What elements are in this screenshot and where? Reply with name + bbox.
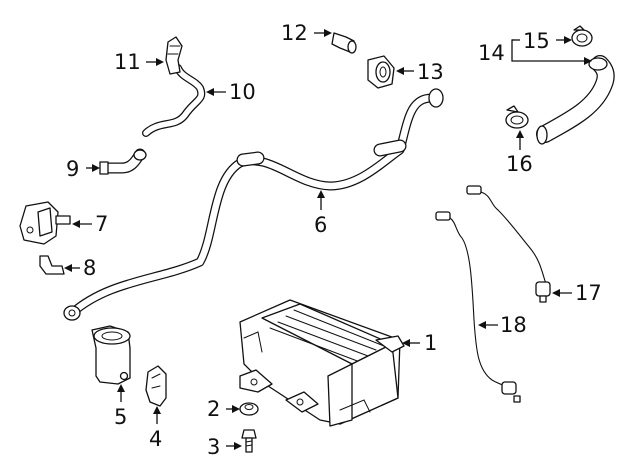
callout-2: 2 xyxy=(207,397,220,421)
callout-11: 11 xyxy=(114,50,141,74)
callout-12: 12 xyxy=(281,21,308,45)
callout-5: 5 xyxy=(114,405,127,429)
callout-3: 3 xyxy=(207,435,220,459)
callout-15: 15 xyxy=(523,29,550,53)
oxygen-sensor-part-17 xyxy=(466,185,551,303)
callout-16: 16 xyxy=(506,152,533,176)
oxygen-sensor-part-18 xyxy=(435,211,521,403)
filter-cap-part-13 xyxy=(367,55,395,89)
small-hose-part-10 xyxy=(142,64,206,137)
hose-end-part-9 xyxy=(99,148,147,175)
canister-filter-part-5 xyxy=(91,325,131,385)
callout-14: 14 xyxy=(478,41,505,65)
callout-10: 10 xyxy=(229,80,256,104)
callout-18: 18 xyxy=(500,313,527,337)
callout-6: 6 xyxy=(314,213,327,237)
callout-1: 1 xyxy=(424,331,437,355)
vapor-hose-part-6 xyxy=(63,88,444,321)
purge-valve-part-7 xyxy=(19,201,71,245)
hose-fitting-part-11 xyxy=(165,36,183,75)
charcoal-canister-part-1 xyxy=(239,299,405,427)
callout-9: 9 xyxy=(66,157,79,181)
callout-8: 8 xyxy=(83,256,96,280)
leader-lines xyxy=(64,29,592,450)
mount-bracket-part-4 xyxy=(145,365,167,407)
callout-7: 7 xyxy=(95,212,108,236)
callout-13: 13 xyxy=(417,60,444,84)
callout-17: 17 xyxy=(575,281,602,305)
callout-labels: 1 2 3 4 5 6 7 8 9 10 11 12 13 14 15 16 1… xyxy=(66,21,602,459)
filler-hose-part-14 xyxy=(536,55,615,145)
hose-clamp-part-15 xyxy=(571,25,593,47)
callout-4: 4 xyxy=(149,427,162,451)
hose-clamp-part-16 xyxy=(505,105,529,129)
bolt-part-3 xyxy=(241,429,257,453)
grommet-part-2 xyxy=(239,402,259,416)
bracket-part-8 xyxy=(39,255,65,275)
connector-part-12 xyxy=(331,32,357,54)
